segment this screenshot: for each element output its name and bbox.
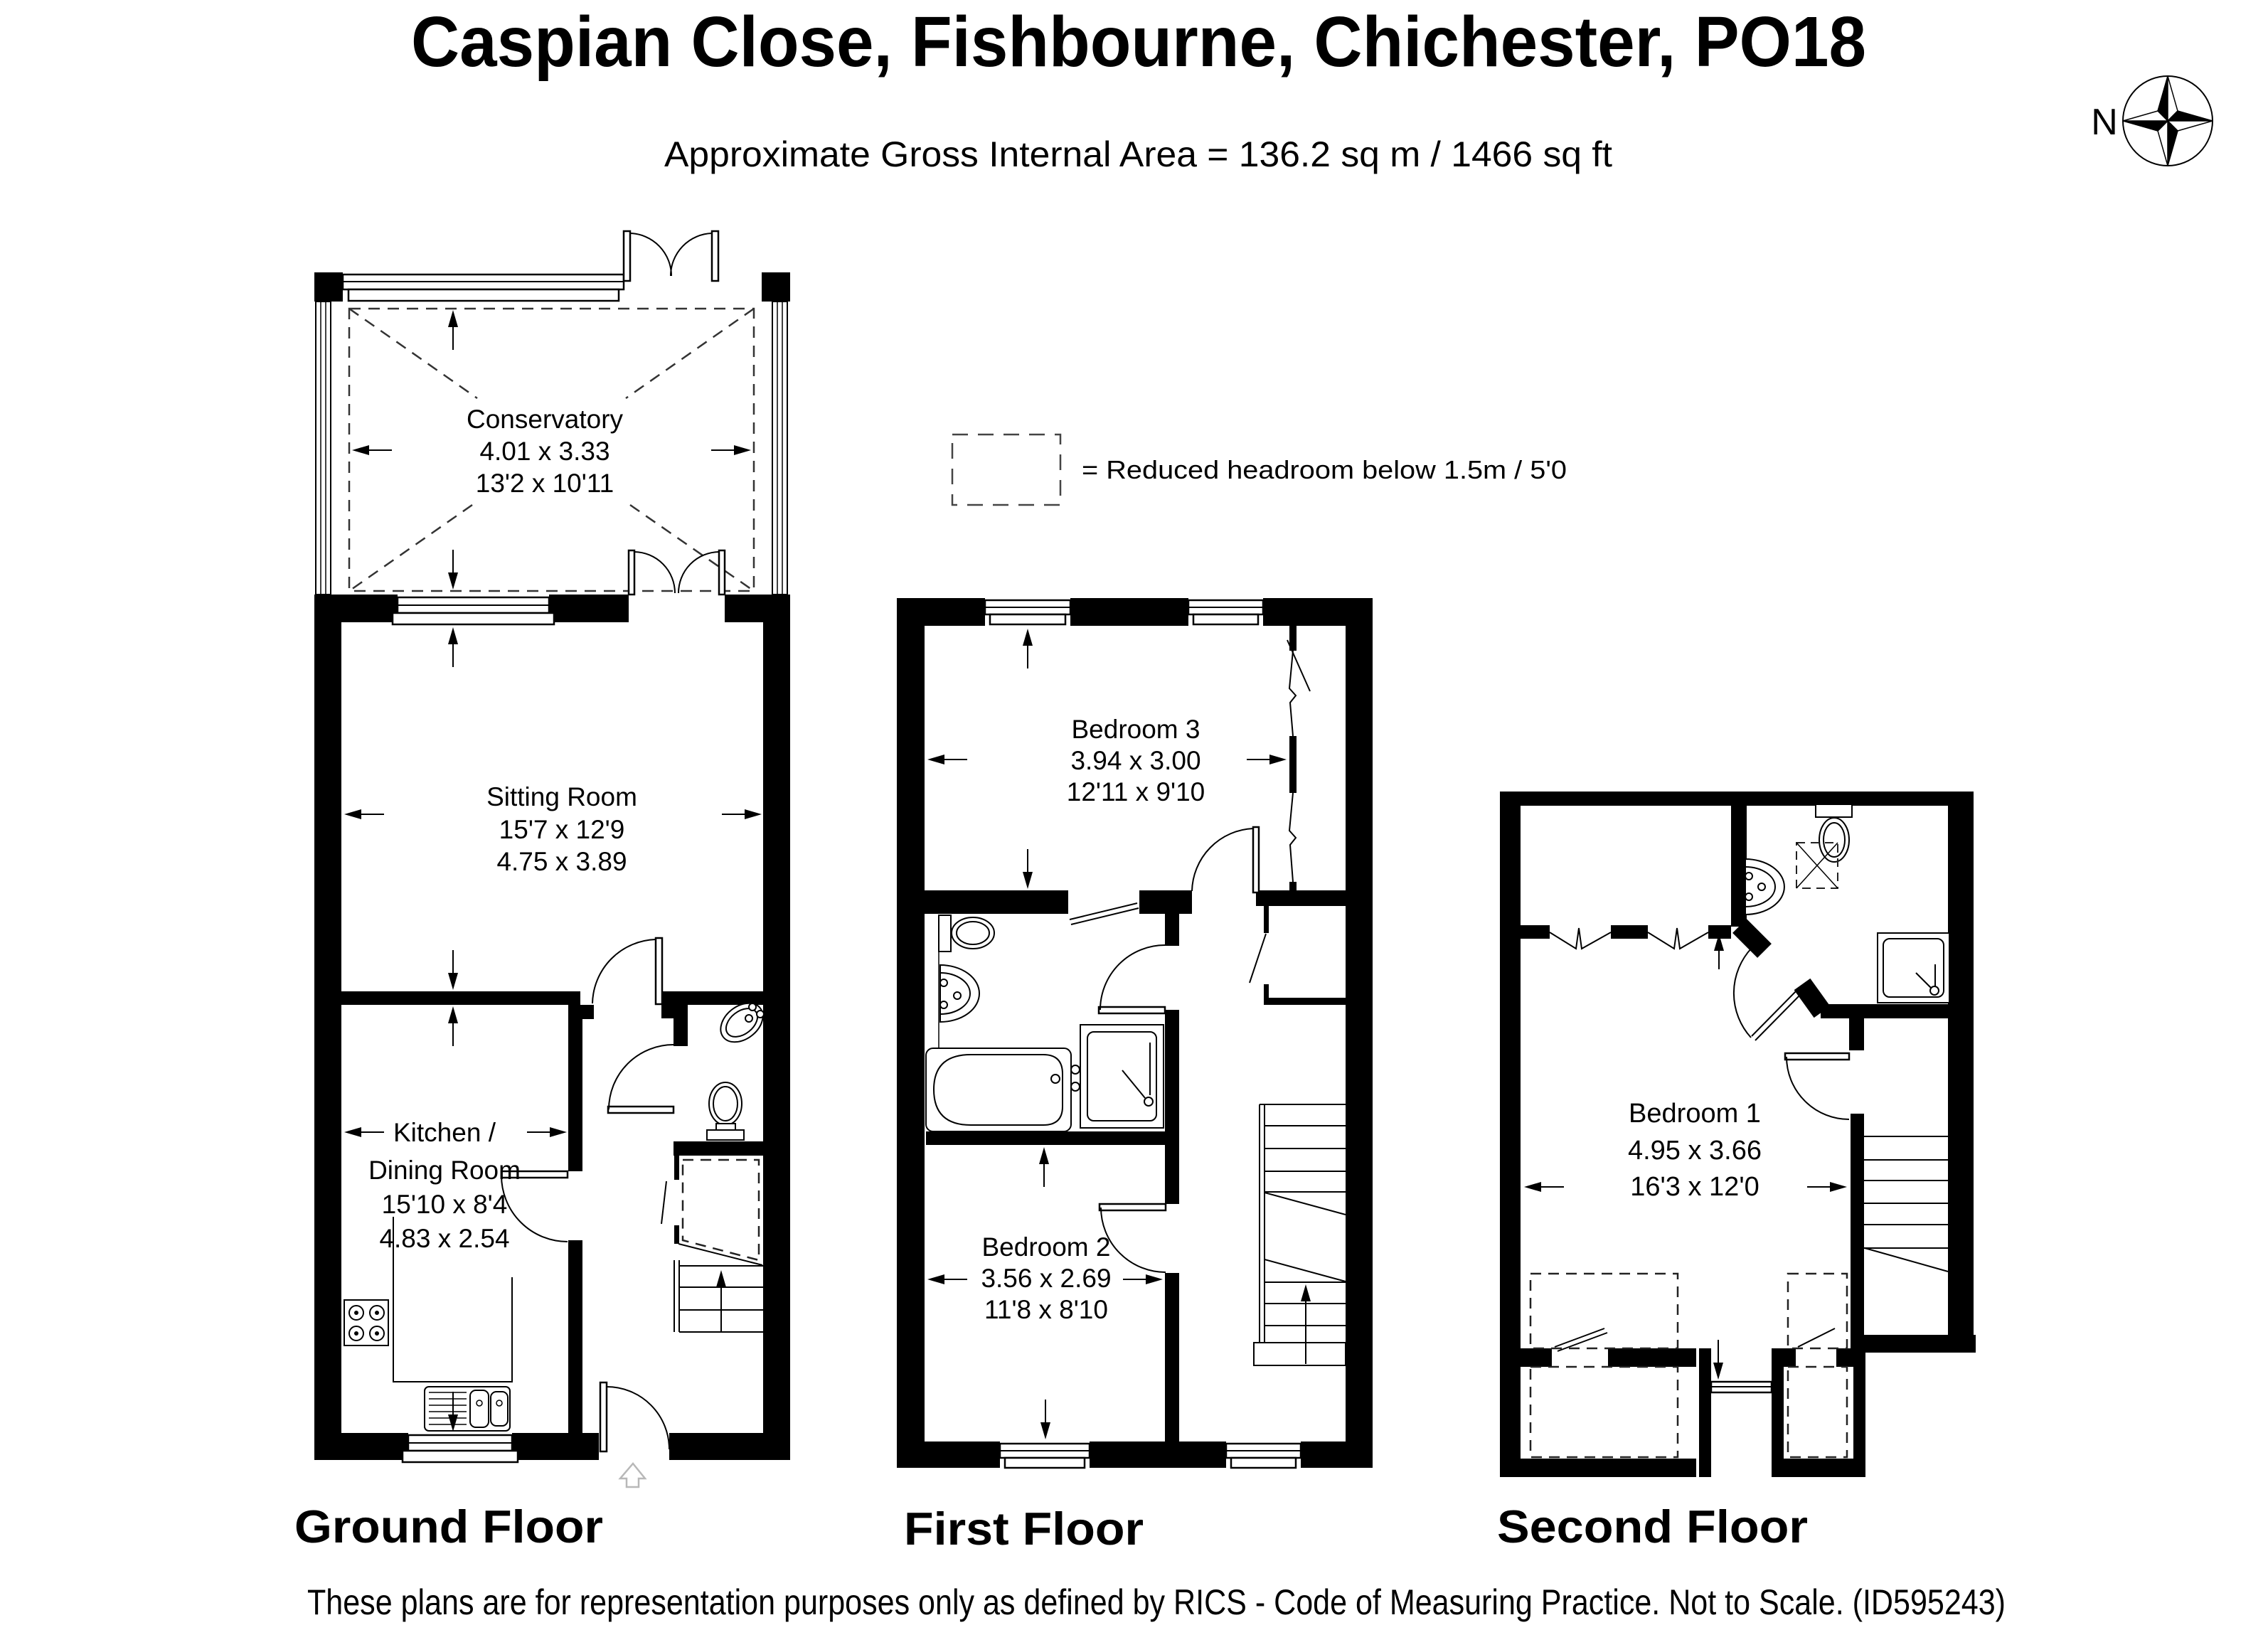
svg-text:13'2 x 10'11: 13'2 x 10'11 <box>476 469 614 498</box>
svg-text:12'11 x 9'10: 12'11 x 9'10 <box>1067 777 1205 806</box>
svg-text:Second Floor: Second Floor <box>1497 1501 1808 1552</box>
svg-text:Conservatory: Conservatory <box>467 405 624 434</box>
svg-text:Sitting Room: Sitting Room <box>486 782 637 811</box>
svg-text:Caspian Close, Fishbourne, Chi: Caspian Close, Fishbourne, Chichester, P… <box>411 2 1866 82</box>
svg-text:Ground Floor: Ground Floor <box>294 1501 603 1552</box>
svg-text:These plans are for representa: These plans are for representation purpo… <box>307 1582 2006 1622</box>
svg-text:4.95 x 3.66: 4.95 x 3.66 <box>1628 1136 1762 1166</box>
svg-text:Bedroom 1: Bedroom 1 <box>1629 1099 1761 1129</box>
svg-text:4.83 x 2.54: 4.83 x 2.54 <box>379 1224 509 1253</box>
svg-text:Bedroom 2: Bedroom 2 <box>982 1232 1111 1262</box>
svg-text:11'8 x 8'10: 11'8 x 8'10 <box>984 1295 1108 1324</box>
svg-text:4.01 x 3.33: 4.01 x 3.33 <box>479 437 609 466</box>
svg-text:16'3 x 12'0: 16'3 x 12'0 <box>1630 1172 1759 1202</box>
svg-text:Approximate Gross Internal Are: Approximate Gross Internal Area = 136.2 … <box>664 134 1612 174</box>
svg-text:= Reduced headroom below 1.5m: = Reduced headroom below 1.5m / 5'0 <box>1082 455 1567 484</box>
svg-text:3.56 x 2.69: 3.56 x 2.69 <box>981 1264 1111 1293</box>
svg-text:N: N <box>2091 102 2118 143</box>
svg-text:3.94 x 3.00: 3.94 x 3.00 <box>1070 746 1200 775</box>
svg-text:15'10 x 8'4: 15'10 x 8'4 <box>382 1190 508 1219</box>
svg-text:4.75 x 3.89: 4.75 x 3.89 <box>496 847 627 876</box>
svg-text:15'7 x 12'9: 15'7 x 12'9 <box>499 815 625 844</box>
svg-text:Bedroom 3: Bedroom 3 <box>1072 715 1200 744</box>
svg-text:First Floor: First Floor <box>904 1503 1144 1555</box>
svg-text:Dining Room: Dining Room <box>368 1156 521 1185</box>
svg-text:Kitchen /: Kitchen / <box>393 1118 496 1147</box>
